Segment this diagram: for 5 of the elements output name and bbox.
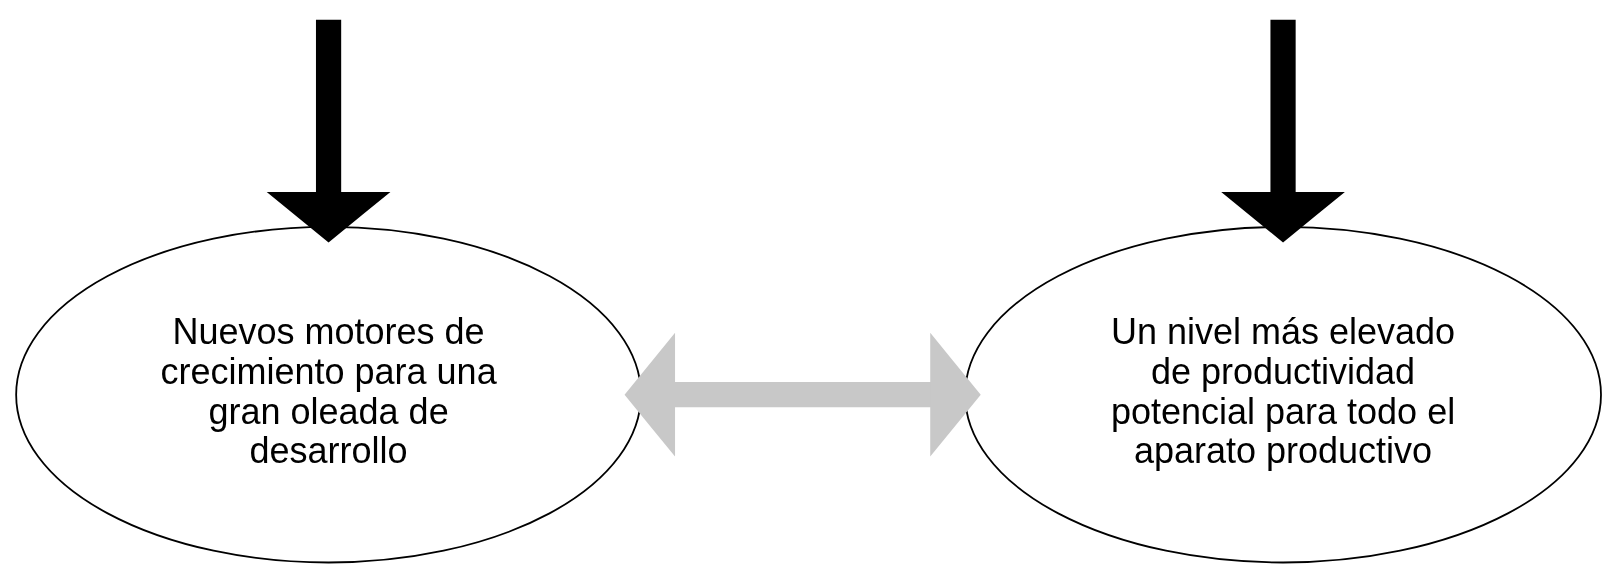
node-ellipse: Nuevos motores de crecimiento para una gran oleada de desarrollo [15,225,642,563]
node-ellipse: Un nivel más elevado de productividad potencial para todo el aparato productivo [964,225,1602,563]
arrow [1221,19,1345,242]
arrow [624,332,981,457]
arrow [266,19,391,242]
